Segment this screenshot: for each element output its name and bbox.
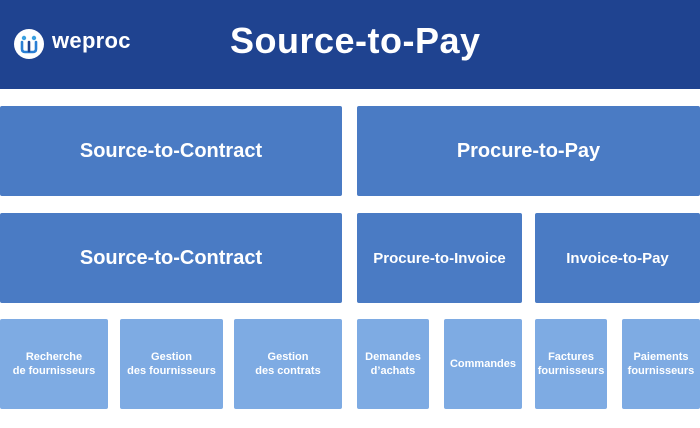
weproc-logo-icon (14, 29, 44, 59)
level3-recherche-fournisseurs: Recherche de fournisseurs (0, 319, 108, 409)
level1-source-to-contract: Source-to-Contract (0, 106, 342, 196)
header-banner: weproc Source-to-Pay (0, 0, 700, 89)
level3-paiements-fournisseurs: Paiements fournisseurs (622, 319, 700, 409)
level2-procure-to-invoice: Procure-to-Invoice (357, 213, 522, 303)
level3-demandes-achats: Demandes d’achats (357, 319, 429, 409)
page-title: Source-to-Pay (230, 20, 481, 61)
level3-commandes: Commandes (444, 319, 522, 409)
level3-gestion-contrats: Gestion des contrats (234, 319, 342, 409)
level2-invoice-to-pay: Invoice-to-Pay (535, 213, 700, 303)
level1-procure-to-pay: Procure-to-Pay (357, 106, 700, 196)
level2-source-to-contract: Source-to-Contract (0, 213, 342, 303)
brand-name: weproc (52, 28, 131, 53)
level3-factures-fournisseurs: Factures fournisseurs (535, 319, 607, 409)
level3-gestion-fournisseurs: Gestion des fournisseurs (120, 319, 223, 409)
